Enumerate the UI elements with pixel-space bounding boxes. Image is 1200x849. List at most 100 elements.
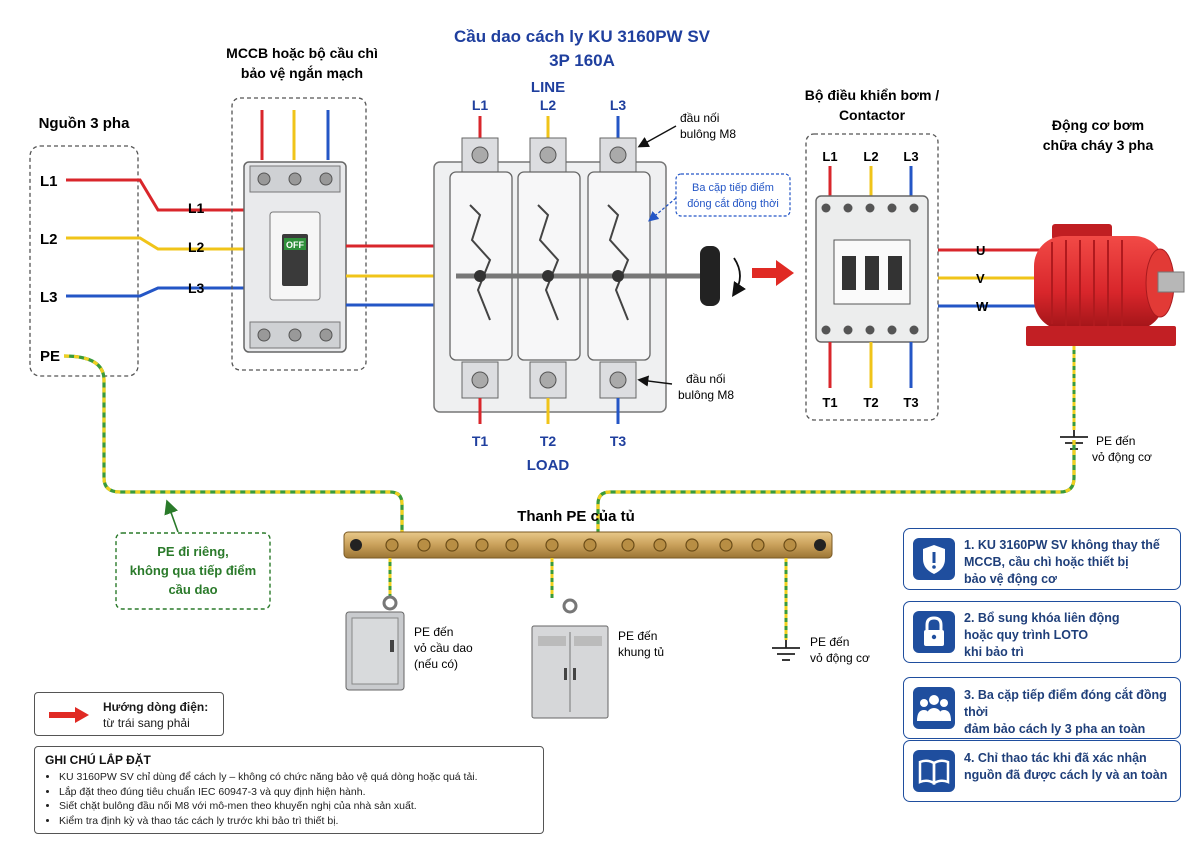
switch-shaft-joint [542,270,554,282]
pe-to-cabinet-2: khung tủ [618,645,664,659]
panel-1-line-2: MCCB, cầu chì hoặc thiết bị [964,555,1129,569]
lock-icon [913,611,955,653]
pe-to-cabinet-1: PE đến [618,629,657,643]
contactor-title-1: Bộ điều khiển bơm / [805,87,940,103]
mccb-screw [288,328,302,342]
contacts-note-arrow [648,197,677,222]
mccb-screw [319,328,333,342]
bolt-note-bottom-arrow [637,375,673,387]
pe-lug [562,598,578,614]
title-line2: 3P 160A [549,51,615,70]
pe-to-motor-1: PE đến [810,635,849,649]
note-item: Kiểm tra định kỳ và thao tác cách ly trư… [59,814,533,829]
switch-shaft-joint [612,270,624,282]
panel-2-line-2: hoặc quy trình LOTO [964,628,1089,642]
pe-separate-note-1: PE đi riêng, [157,544,229,559]
source-l1: L1 [40,173,58,190]
flow-label-1: Hướng dòng điện: [103,700,209,714]
contactor-t1: T1 [822,395,837,410]
mccb-screw [288,172,302,186]
pe-note-arrow [164,499,179,533]
switch-top-l3: L3 [610,97,627,113]
flow-label-2: từ trái sang phải [103,716,190,730]
panel-1-line-1: 1. KU 3160PW SV không thay thế [964,538,1160,552]
switch-bottom-t1: T1 [472,433,489,449]
pe-bar-screws [385,538,797,552]
mccb-screw [257,328,271,342]
switch-enclosure-image [345,611,405,691]
bolt-note-top-2: bulông M8 [680,127,736,141]
book-icon [913,750,955,792]
pe-wire-source [63,354,404,534]
wire-l2-source [66,236,244,251]
contactor-l2: L2 [863,149,878,164]
contactor-pole [888,256,902,290]
motor-v: V [976,271,985,286]
safety-panel-1: 1. KU 3160PW SV không thay thế MCCB, cầu… [903,528,1181,590]
pe-separate-note-3: cầu dao [168,582,217,597]
mccb-title-2: bảo vệ ngắn mạch [241,64,363,81]
note-item: KU 3160PW SV chỉ dùng để cách ly – không… [59,770,533,785]
contacts-note-box [675,173,791,217]
source-title: Nguồn 3 pha [39,115,130,132]
mccb-screw [257,172,271,186]
switch-bottom-t2: T2 [540,433,557,449]
bolt-note-bottom-1: đầu nối [686,372,725,386]
switch-bottom-t3: T3 [610,433,627,449]
contactor-l1: L1 [822,149,837,164]
mccb-off-label: OFF [286,240,304,250]
mccb-in-l3: L3 [188,280,205,296]
mccb-off-label-bg [284,238,306,250]
panel-2-line-3: khi bảo trì [964,645,1024,659]
motor-title-2: chữa cháy 3 pha [1043,137,1154,153]
panel-4-line-2: nguồn đã được cách ly và an toàn [964,768,1168,782]
switch-load-label: LOAD [527,457,570,474]
flow-arrow-icon [49,707,89,723]
switch-shaft-joint [474,270,486,282]
panel-4-line-1: 4. Chỉ thao tác khi đã xác nhận [964,751,1147,765]
panel-3-line-2: đảm bảo cách ly 3 pha an toàn [964,722,1146,736]
pe-wire-motor [596,440,1076,534]
contactor-dashed-box [805,133,939,421]
flow-legend: Hướng dòng điện: từ trái sang phải [34,692,224,736]
pe-to-motor-2: vỏ động cơ [810,651,870,665]
installation-notes: GHI CHÚ LẮP ĐẶT KU 3160PW SV chỉ dùng để… [34,746,544,834]
pe-bar-mount [814,539,826,551]
source-pe: PE [40,348,60,365]
people-icon [913,687,955,729]
mccb-screw [319,172,333,186]
pe-to-switch-box-3: (nếu có) [414,657,458,671]
source-box [29,145,139,377]
motor-title-1: Động cơ bơm [1052,117,1144,133]
source-l2: L2 [40,231,58,248]
motor-w: W [976,299,989,314]
contacts-note-2: đóng cắt đồng thời [687,197,779,210]
rotate-arrow-icon [732,257,746,297]
contactor-l3: L3 [903,149,918,164]
switch-pole-3 [587,137,651,399]
switch-pole-2 [517,137,581,399]
source-l3: L3 [40,289,58,306]
mccb-dashed-box [231,97,367,371]
notes-title: GHI CHÚ LẮP ĐẶT [45,753,151,767]
pe-bar-title: Thanh PE của tủ [517,508,635,525]
switch-top-l1: L1 [472,97,489,113]
switch-line-label: LINE [531,79,565,96]
safety-panel-2: 2. Bổ sung khóa liên động hoặc quy trình… [903,601,1181,663]
switch-pole-1 [449,137,513,399]
switch-handle[interactable] [700,246,720,306]
safety-panel-3: 3. Ba cặp tiếp điểm đóng cắt đồng thời đ… [903,677,1181,739]
motor-image [1026,224,1185,346]
mccb-in-l2: L2 [188,239,205,255]
contactor-t2: T2 [863,395,878,410]
bolt-note-top-arrow [637,125,677,148]
bolt-note-top-1: đầu nối [680,111,719,125]
wire-l3-source [66,286,244,298]
panel-1-line-3: bảo vệ động cơ [964,572,1057,586]
contactor-title-2: Contactor [839,107,906,123]
note-item: Lắp đặt theo đúng tiêu chuẩn IEC 60947-3… [59,785,533,800]
flow-arrow-icon [752,260,794,286]
panel-3-line-1: 3. Ba cặp tiếp điểm đóng cắt đồng thời [964,688,1167,719]
shield-icon [913,538,955,580]
